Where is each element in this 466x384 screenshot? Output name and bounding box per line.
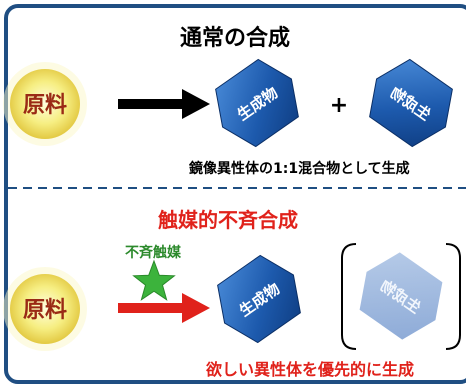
catalyst-label: 不斉触媒 [125, 245, 181, 261]
minor-product-right-bracket [445, 243, 461, 350]
top-reaction-arrow [118, 89, 210, 119]
bottom-reactant-orb [3, 267, 87, 351]
bottom-panel-caption: 欲しい異性体を優先的に生成 [206, 360, 415, 379]
top-panel-caption: 鏡像異性体の1:1混合物として生成 [189, 161, 410, 177]
bottom-major-product-hexagon: 生成物 [217, 254, 301, 344]
bottom-minor-product-hexagon: 生成物 [359, 252, 443, 340]
bottom-panel-title: 触媒的不斉合成 [158, 208, 298, 232]
top-reactant-label: 原料 [23, 93, 67, 118]
bottom-reaction-arrow [118, 293, 210, 323]
top-plus-sign: + [330, 93, 348, 118]
bottom-reactant-label: 原料 [23, 298, 67, 323]
top-product-b-hexagon: 生成物 [369, 58, 453, 148]
top-panel-title: 通常の合成 [180, 26, 291, 51]
minor-product-left-bracket [341, 243, 357, 350]
top-reactant-orb [3, 62, 87, 146]
top-product-a-hexagon: 生成物 [215, 58, 299, 148]
catalyst-star-icon [132, 259, 176, 301]
